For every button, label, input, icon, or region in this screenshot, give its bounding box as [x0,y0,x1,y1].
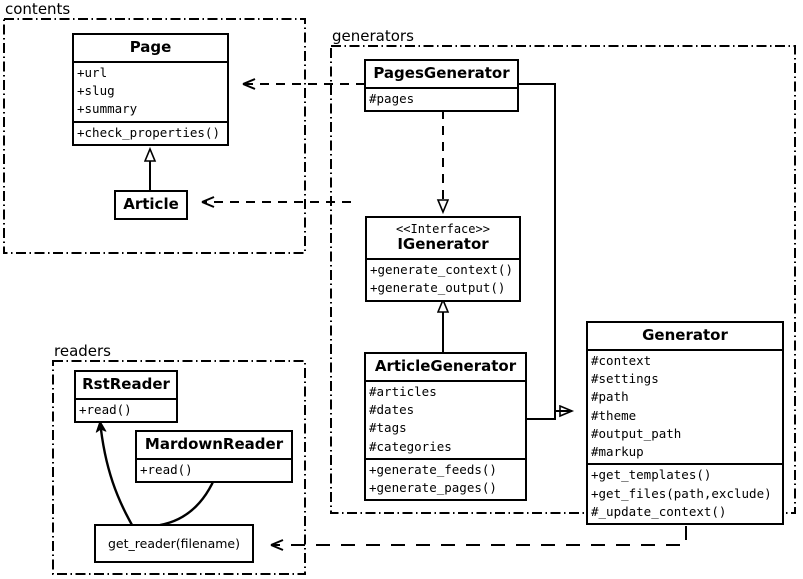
class-box-page[interactable]: Page +url +slug +summary +check_properti… [72,33,229,146]
method-item: +generate_output() [370,280,506,296]
class-attributes-pagesgenerator: #pages [366,86,517,110]
class-box-rstreader[interactable]: RstReader +read() [74,370,178,424]
attribute-item: #tags [369,420,407,436]
method-item: +check_properties() [77,124,220,140]
class-box-generator[interactable]: Generator #context #settings #path #them… [586,321,784,526]
class-methods-rstreader: +read() [76,397,176,421]
attribute-item: #pages [369,90,415,106]
class-stereotype-igenerator: <<Interface>> [396,222,490,236]
method-item: +generate_pages() [369,480,497,496]
attribute-item: #dates [369,402,415,418]
attribute-item: #settings [591,371,659,387]
class-name-article: Article [123,195,179,213]
class-name-pagesgenerator: PagesGenerator [373,64,510,82]
method-item: +read() [140,461,193,477]
attribute-item: #markup [591,444,644,460]
method-item: +get_templates() [591,467,712,483]
class-name-page: Page [129,38,172,56]
attribute-item: +slug [77,83,115,99]
attribute-item: +url [77,64,108,80]
class-name-rstreader: RstReader [82,375,170,393]
relationship-articlegenerator-to-generator [527,410,572,420]
attribute-item: #context [591,352,652,368]
package-label-generators: generators [330,27,416,45]
class-box-igenerator[interactable]: <<Interface>> IGenerator +generate_conte… [365,216,521,302]
class-methods-page: +check_properties() [74,120,227,144]
attribute-item: #theme [591,407,637,423]
method-item: +read() [79,401,132,417]
function-name-get-reader: get_reader(filename) [108,536,240,551]
attribute-item: +summary [77,101,138,117]
method-item: #_update_context() [591,503,727,519]
function-box-get-reader[interactable]: get_reader(filename) [94,524,254,563]
class-name-mardownreader: MardownReader [144,435,284,453]
class-name-igenerator: <<Interface>> IGenerator [367,218,519,258]
class-attributes-articlegenerator: #articles #dates #tags #categories [366,379,525,458]
package-label-contents: contents [3,0,73,18]
class-attributes-generator: #context #settings #path #theme #output_… [588,348,782,464]
class-box-pagesgenerator[interactable]: PagesGenerator #pages [364,59,519,113]
package-label-readers: readers [52,342,113,360]
method-item: +get_files(path,exclude) [591,485,772,501]
class-name-text: IGenerator [397,235,489,254]
class-name-articlegenerator: ArticleGenerator [374,357,517,375]
class-box-mardownreader[interactable]: MardownReader +read() [135,430,293,484]
attribute-item: #categories [369,438,452,454]
attribute-item: #output_path [591,425,682,441]
attribute-item: #articles [369,383,437,399]
class-methods-generator: +get_templates() +get_files(path,exclude… [588,463,782,523]
class-methods-igenerator: +generate_context() +generate_output() [367,258,519,300]
method-item: +generate_context() [370,262,513,278]
method-item: +generate_feeds() [369,461,497,477]
attribute-item: #path [591,389,629,405]
class-methods-mardownreader: +read() [137,457,291,481]
class-name-generator: Generator [642,326,728,344]
class-box-article[interactable]: Article [114,190,188,220]
class-box-articlegenerator[interactable]: ArticleGenerator #articles #dates #tags … [364,352,527,502]
class-methods-articlegenerator: +generate_feeds() +generate_pages() [366,457,525,500]
relationship-getreader-to-rstreader [100,421,134,526]
class-attributes-page: +url +slug +summary [74,60,227,121]
